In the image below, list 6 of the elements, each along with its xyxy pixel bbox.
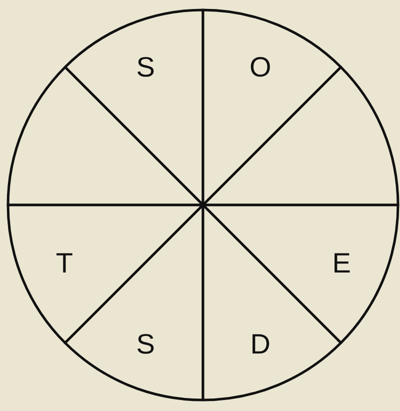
sector-letter: E (332, 247, 351, 278)
sector-letter: S (136, 328, 155, 360)
sector-letter: D (250, 328, 271, 360)
sector-letter: O (250, 51, 272, 82)
sector-letter: T (56, 247, 73, 278)
sector-letter: S (136, 51, 155, 82)
